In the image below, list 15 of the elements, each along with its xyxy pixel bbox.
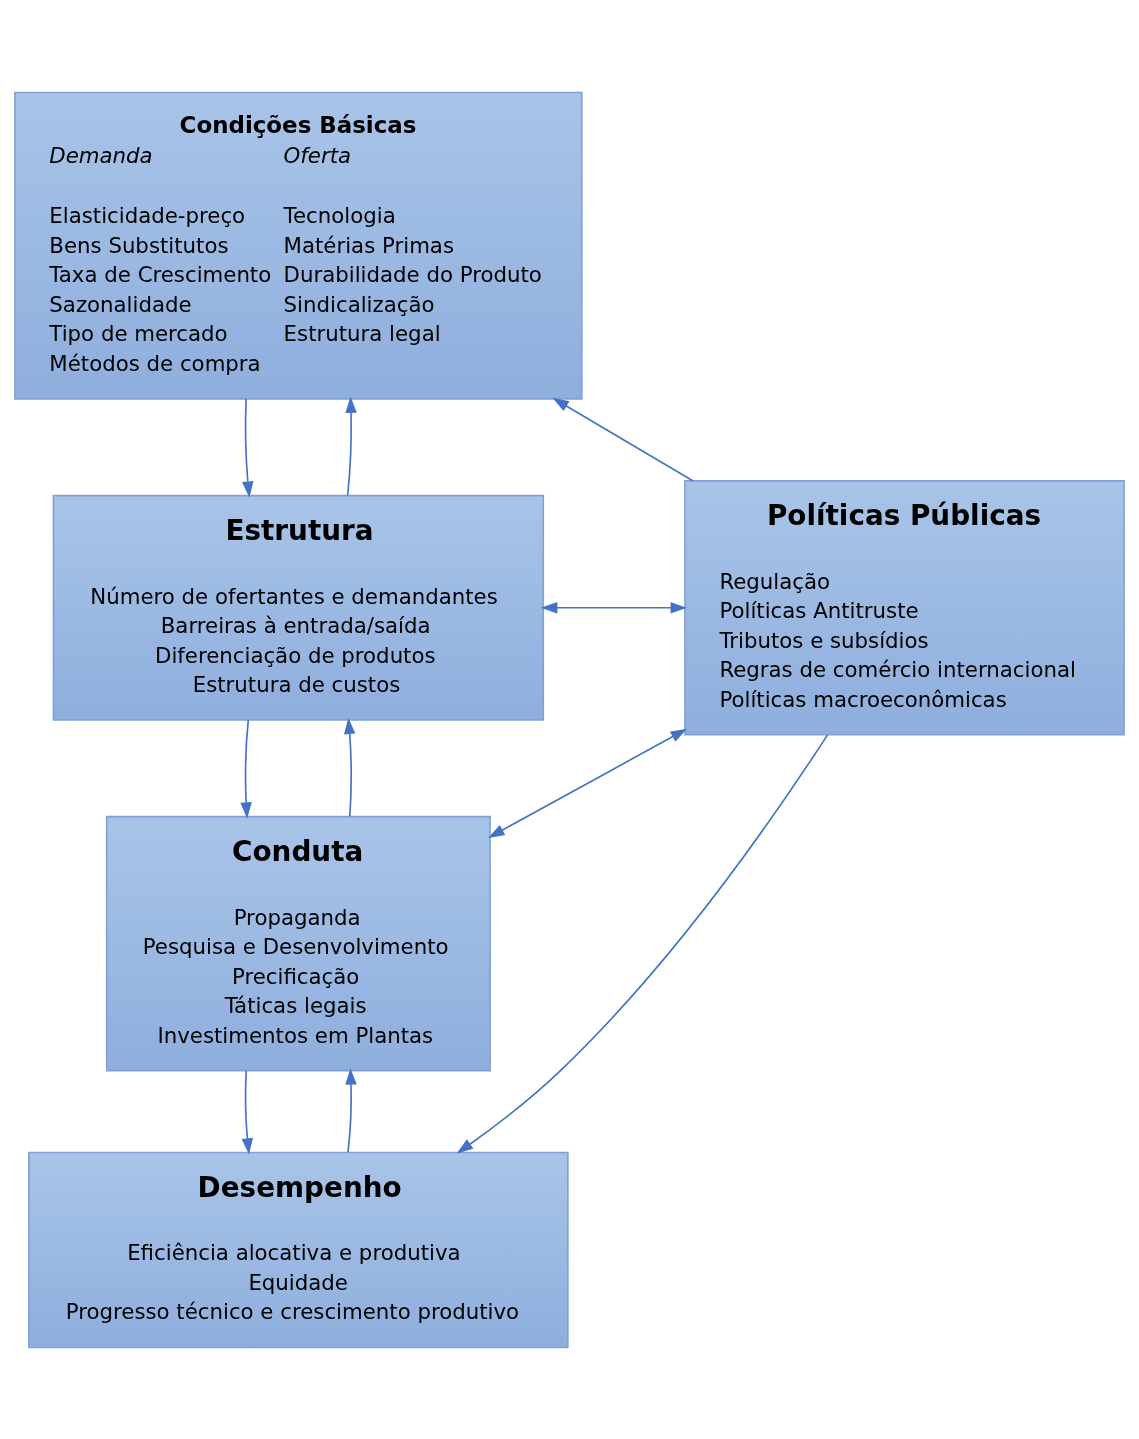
arrow bbox=[552, 397, 694, 482]
node-box: Desempenho Eficiência alocativa e produtiva Equidade Progresso técnico e crescimento produtivo bbox=[28, 1151, 569, 1348]
arrow bbox=[540, 601, 687, 614]
node-box: Políticas Públicas Regulação Políticas Antitruste Tributos e subsídios Regras de comércio internacional Políticas macroeconômicas bbox=[684, 479, 1125, 736]
node-box: Condições Básicas Demanda Oferta Elasticidade-preço Tecnologia Bens Substitutos Matérias Primas Taxa de Crescimento Durabilidade do Produto Sazonalidade Sindicalização Tipo de mercado Estrutura legal Métodos de compra bbox=[14, 91, 583, 400]
node-box: Conduta Propaganda Pesquisa e Desenvolvimento Precificação Táticas legais Investimentos em Plantas bbox=[105, 815, 491, 1071]
arrow bbox=[344, 717, 356, 817]
arrow bbox=[241, 1069, 254, 1155]
arrow bbox=[345, 396, 357, 496]
arrow bbox=[488, 728, 687, 838]
arrow bbox=[240, 718, 252, 819]
arrow bbox=[242, 397, 254, 498]
node-box: Estrutura Número de ofertantes e demandantes Barreiras à entrada/saída Diferenciação de produtos Estrutura de custos bbox=[52, 494, 545, 721]
arrow bbox=[345, 1067, 357, 1153]
arrow bbox=[456, 733, 829, 1153]
